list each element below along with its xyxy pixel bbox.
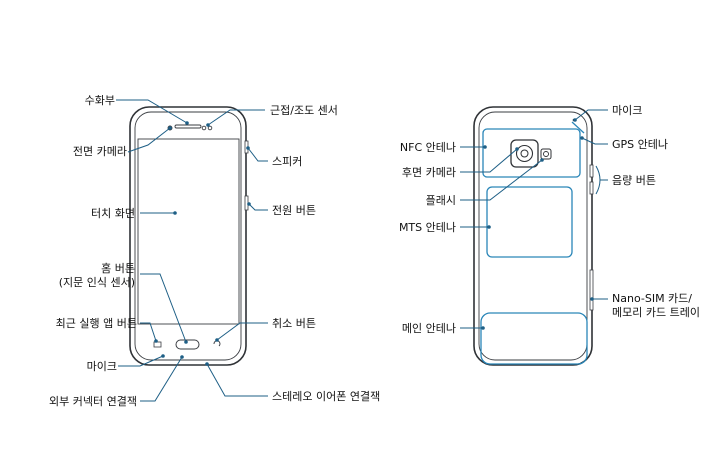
- label-earpiece: 수화부: [84, 94, 115, 107]
- label-main-antenna: 메인 안테나: [401, 322, 456, 335]
- label-nfc-antenna: NFC 안테나: [399, 141, 456, 154]
- proximity-sensor-dot: [201, 125, 207, 131]
- gps-antenna-mark: [571, 121, 585, 134]
- label-home-button: 홈 버튼: [101, 262, 135, 275]
- label-mts-antenna: MTS 안테나: [398, 221, 456, 234]
- recent-apps-key: [153, 341, 162, 348]
- back-phone-inner-edge: [478, 111, 588, 361]
- label-connector: 외부 커넥터 연결잭: [49, 395, 137, 408]
- label-gps-antenna: GPS 안테나: [612, 138, 668, 151]
- front-phone-body: [129, 106, 247, 366]
- label-touch-screen: 터치 화면: [91, 207, 135, 220]
- mts-antenna-area: [486, 186, 573, 258]
- flash-led: [543, 151, 549, 157]
- nfc-antenna-area: [482, 128, 581, 178]
- label-volume-button: 음량 버튼: [612, 174, 656, 187]
- label-front-camera: 전면 카메라: [72, 145, 127, 158]
- back-phone: [473, 106, 594, 366]
- back-phone-body: [473, 106, 593, 366]
- volume-down-side: [589, 181, 594, 195]
- main-antenna-area: [480, 312, 588, 365]
- front-screen: [137, 138, 240, 325]
- back-leader-lines: [460, 109, 608, 330]
- label-recent-apps-button: 최근 실행 앱 버튼: [55, 317, 137, 330]
- label-sim-tray-memory: 메모리 카드 트레이: [612, 306, 700, 319]
- label-power-button: 전원 버튼: [272, 204, 316, 217]
- earpiece-slot: [174, 124, 202, 129]
- label-earphone-jack: 스테레오 이어폰 연결잭: [272, 390, 381, 403]
- rear-camera-lens: [520, 149, 529, 158]
- label-microphone-back: 마이크: [612, 104, 643, 117]
- label-flash: 플래시: [425, 194, 456, 207]
- front-phone: [129, 106, 249, 366]
- volume-up-side: [589, 164, 594, 178]
- label-microphone-front: 마이크: [86, 360, 117, 373]
- light-sensor-dot: [207, 125, 213, 131]
- label-back-button: 취소 버튼: [272, 317, 316, 330]
- front-phone-bezel: [134, 111, 242, 361]
- label-home-button-sensor: (지문 인식 센서): [58, 276, 135, 289]
- sim-tray-slot: [589, 269, 594, 311]
- home-button-shape: [175, 339, 200, 350]
- label-speaker: 스피커: [272, 155, 303, 168]
- label-proximity-sensor: 근접/조도 센서: [270, 104, 338, 117]
- label-rear-camera: 후면 카메라: [401, 166, 456, 179]
- label-sim-tray: Nano-SIM 카드/: [612, 292, 693, 305]
- front-leader-lines: [116, 99, 268, 402]
